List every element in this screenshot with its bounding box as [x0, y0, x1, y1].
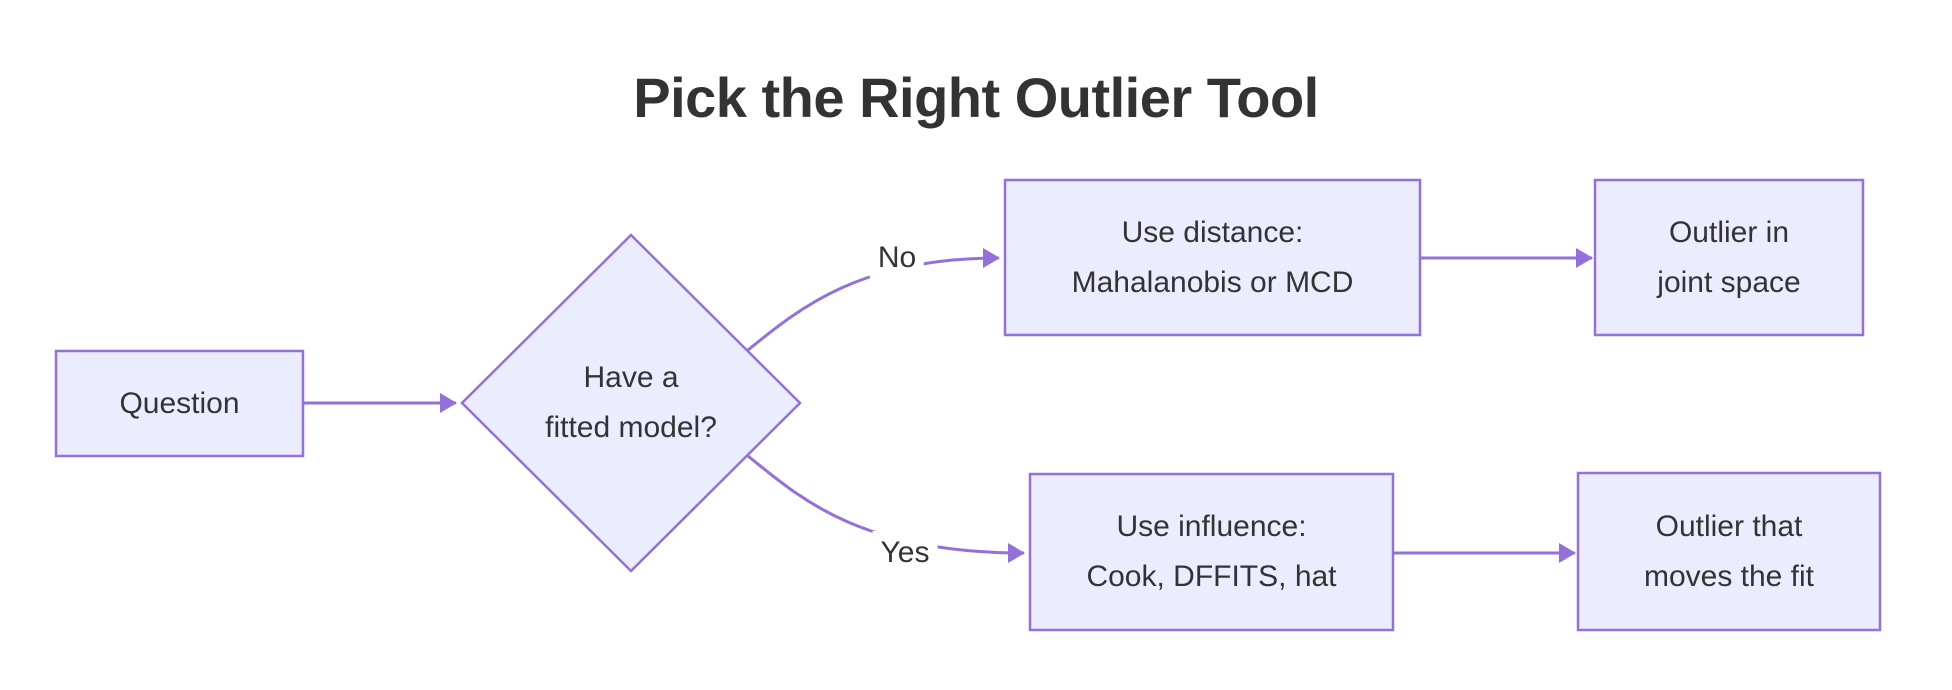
edge-label-yes: Yes — [872, 531, 938, 575]
node-decision-shape — [460, 233, 802, 573]
edge-decision-yes-to-use-influence — [747, 454, 1025, 563]
diagram-title: Pick the Right Outlier Tool — [633, 66, 1319, 129]
node-use-distance-label: Use distance: Mahalanobis or MCD — [1005, 180, 1420, 335]
text-line: Use distance: — [1121, 215, 1304, 249]
text-line: Question — [119, 386, 240, 420]
edge-paths-group — [303, 248, 1593, 563]
node-question-label: Question — [56, 351, 303, 456]
node-moves-fit-label: Outlier that moves the fit — [1578, 473, 1880, 630]
text-line: moves the fit — [1643, 559, 1815, 593]
node-use-influence-label: Use influence: Cook, DFFITS, hat — [1030, 474, 1393, 630]
node-joint-space-label: Outlier in joint space — [1595, 180, 1863, 335]
text-line: joint space — [1657, 265, 1801, 299]
node-shapes-group — [54, 178, 1882, 632]
text-line: Cook, DFFITS, hat — [1086, 560, 1337, 593]
node-moves-fit-shape — [1576, 471, 1882, 632]
text-line: Use influence: — [1116, 510, 1307, 543]
text-line: fitted model? — [545, 411, 717, 444]
node-question-shape — [54, 349, 305, 458]
node-joint-space-shape — [1593, 178, 1865, 337]
node-use-influence-shape — [1028, 472, 1395, 632]
text-line: Have a — [583, 361, 679, 394]
node-decision-label: Have a fitted model? — [462, 235, 800, 571]
text-line: Outlier in — [1668, 215, 1790, 249]
text-line: Outlier that — [1655, 509, 1803, 543]
text-line: Mahalanobis or MCD — [1071, 265, 1354, 299]
edge-decision-no-to-use-distance — [747, 248, 1000, 352]
edge-label-no: No — [869, 236, 925, 280]
